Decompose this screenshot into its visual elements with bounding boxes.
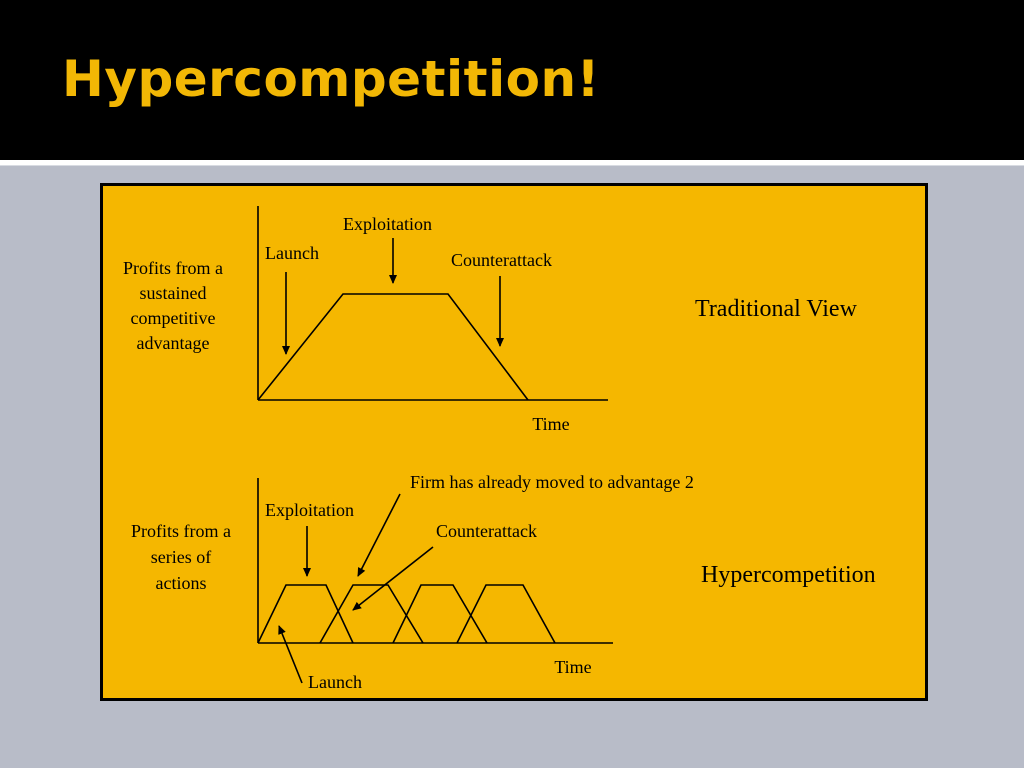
hyper-launch-arrow — [278, 625, 303, 684]
slide-header: Hypercompetition! — [0, 0, 1024, 160]
traditional-y-label: Profits from a sustained competitive adv… — [123, 258, 223, 353]
traditional-y-label-line: advantage — [137, 333, 210, 353]
hyper-profit-curve-4 — [456, 584, 556, 644]
hyper-y-label: Profits from a series of actions — [131, 521, 231, 593]
hyper-time-label: Time — [554, 657, 591, 677]
traditional-view-label: Traditional View — [695, 296, 858, 322]
hyper-profit-curve-2 — [319, 584, 424, 644]
hyper-profit-curve-3 — [392, 584, 488, 644]
traditional-counterattack-label: Counterattack — [451, 250, 552, 270]
slide-title: Hypercompetition! — [62, 50, 600, 108]
traditional-profit-curve — [257, 293, 529, 401]
hyper-exploitation-label: Exploitation — [265, 500, 354, 520]
traditional-time-label: Time — [532, 414, 569, 434]
traditional-y-label-line: sustained — [140, 283, 207, 303]
figure-panel: Profits from a sustained competitive adv… — [100, 183, 928, 701]
header-divider — [0, 160, 1024, 166]
traditional-launch-label: Launch — [265, 243, 319, 263]
traditional-y-label-line: competitive — [131, 308, 216, 328]
hyper-view-label: Hypercompetition — [701, 562, 876, 588]
hyper-counterattack-arrow — [352, 546, 434, 611]
traditional-exploitation-label: Exploitation — [343, 214, 432, 234]
hyper-y-label-line: actions — [156, 573, 207, 593]
traditional-y-label-line: Profits from a — [123, 258, 223, 278]
hyper-counterattack-label: Counterattack — [436, 521, 537, 541]
hyper-firm-moved-label: Firm has already moved to advantage 2 — [410, 472, 694, 492]
competition-diagram: Profits from a sustained competitive adv… — [123, 206, 876, 692]
hyper-firm-moved-arrow — [357, 493, 401, 577]
hyper-y-label-line: Profits from a — [131, 521, 231, 541]
hyper-profit-curve-1 — [257, 584, 354, 644]
hyper-launch-label: Launch — [308, 672, 362, 692]
hyper-y-label-line: series of — [151, 547, 211, 567]
